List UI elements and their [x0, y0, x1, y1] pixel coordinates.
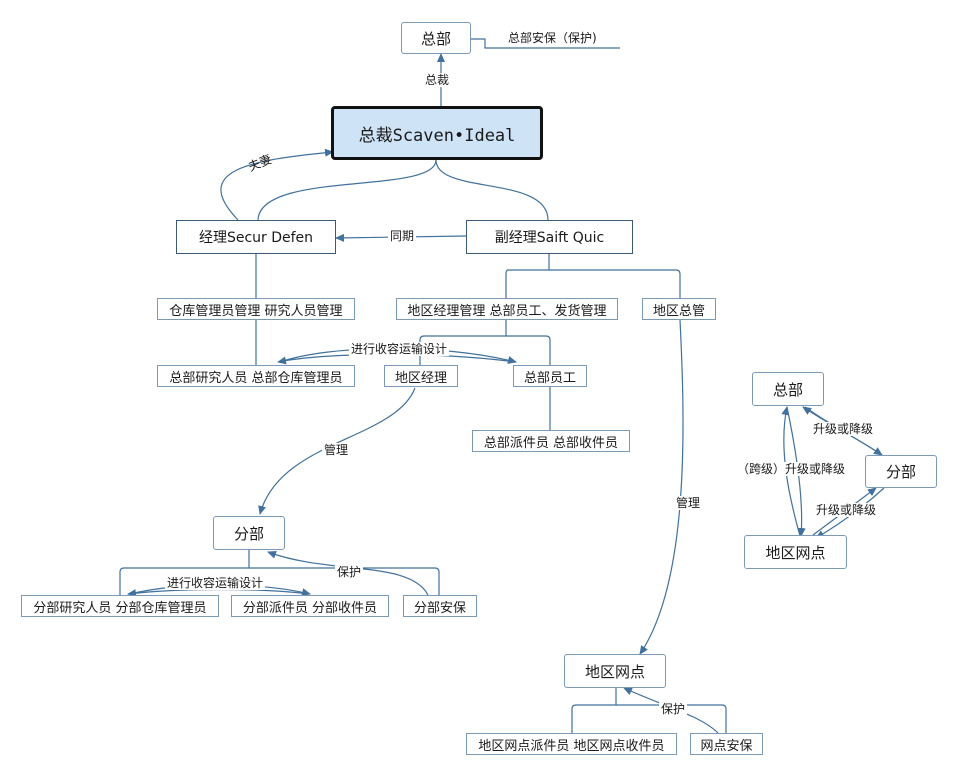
- label-deputy-manager: 同期: [388, 229, 417, 243]
- edge-hq-security-note: [471, 38, 620, 49]
- edge-outlet-right: [616, 704, 727, 733]
- edge-branch-right: [249, 567, 440, 595]
- node-hq-staff[interactable]: 总部员工: [513, 365, 587, 387]
- node-branch[interactable]: 分部: [213, 516, 285, 550]
- edge-regional-branch: [258, 387, 416, 515]
- edge-branch-bracket: [119, 550, 250, 595]
- node-regional-mgmt[interactable]: 地区经理管理 总部员工、发货管理: [396, 298, 618, 320]
- edge-deputy-chief: [549, 269, 681, 298]
- label-outlet-protect: 保护: [659, 702, 688, 716]
- node-branch-research[interactable]: 分部研究人员 分部仓库管理员: [21, 595, 219, 617]
- label-legend-hq-branch: 升级或降级: [811, 422, 876, 436]
- edge-ceo-deputy: [435, 159, 549, 221]
- label-regional-branch: 管理: [322, 443, 351, 457]
- node-manager[interactable]: 经理Secur Defen: [176, 220, 336, 254]
- node-hq-research[interactable]: 总部研究人员 总部仓库管理员: [157, 365, 355, 387]
- edge-deputy-bracket: [505, 254, 550, 298]
- node-warehouse-mgmt[interactable]: 仓库管理员管理 研究人员管理: [157, 298, 355, 320]
- node-branch-security[interactable]: 分部安保: [403, 595, 477, 617]
- label-research-transport: 进行收容运输设计: [349, 342, 450, 356]
- edge-regional-staff: [506, 335, 551, 365]
- label-branch-protect: 保护: [335, 565, 364, 579]
- edge-regional-bracket: [419, 320, 507, 365]
- node-outlet-dispatch[interactable]: 地区网点派件员 地区网点收件员: [466, 733, 677, 755]
- label-chief-outlet: 管理: [674, 496, 703, 510]
- edge-branch-dispatch-research: [127, 588, 311, 598]
- node-branch-dispatch[interactable]: 分部派件员 分部收件员: [231, 595, 389, 617]
- edge-branch-protect: [267, 551, 429, 596]
- node-regional-manager[interactable]: 地区经理: [384, 365, 458, 387]
- node-hq-security-note: 总部安保（保护): [506, 31, 599, 45]
- legend-node-outlet[interactable]: 地区网点: [744, 535, 847, 569]
- node-regional-chief[interactable]: 地区总管: [642, 298, 716, 320]
- node-ceo[interactable]: 总裁Scaven•Ideal: [331, 106, 543, 160]
- label-ceo-hq: 总裁: [423, 73, 452, 87]
- edge-chief-outlet: [639, 319, 684, 655]
- node-hq-dispatch[interactable]: 总部派件员 总部收件员: [472, 430, 630, 452]
- edge-ceo-manager: [257, 159, 437, 221]
- label-branch-transport: 进行收容运输设计: [165, 576, 266, 590]
- label-legend-outlet-branch: 升级或降级: [814, 503, 879, 517]
- node-outlet[interactable]: 地区网点: [564, 654, 666, 688]
- label-legend-outlet-hq: （跨级）升级或降级: [735, 462, 848, 476]
- legend-node-hq[interactable]: 总部: [752, 372, 824, 406]
- node-outlet-security[interactable]: 网点安保: [690, 733, 763, 755]
- node-deputy[interactable]: 副经理Saift Quic: [466, 220, 633, 254]
- edge-outlet-bracket: [571, 688, 617, 733]
- node-hq-top[interactable]: 总部: [401, 22, 471, 54]
- edge-manager-ceo: [220, 148, 334, 221]
- legend-node-branch[interactable]: 分部: [865, 455, 937, 488]
